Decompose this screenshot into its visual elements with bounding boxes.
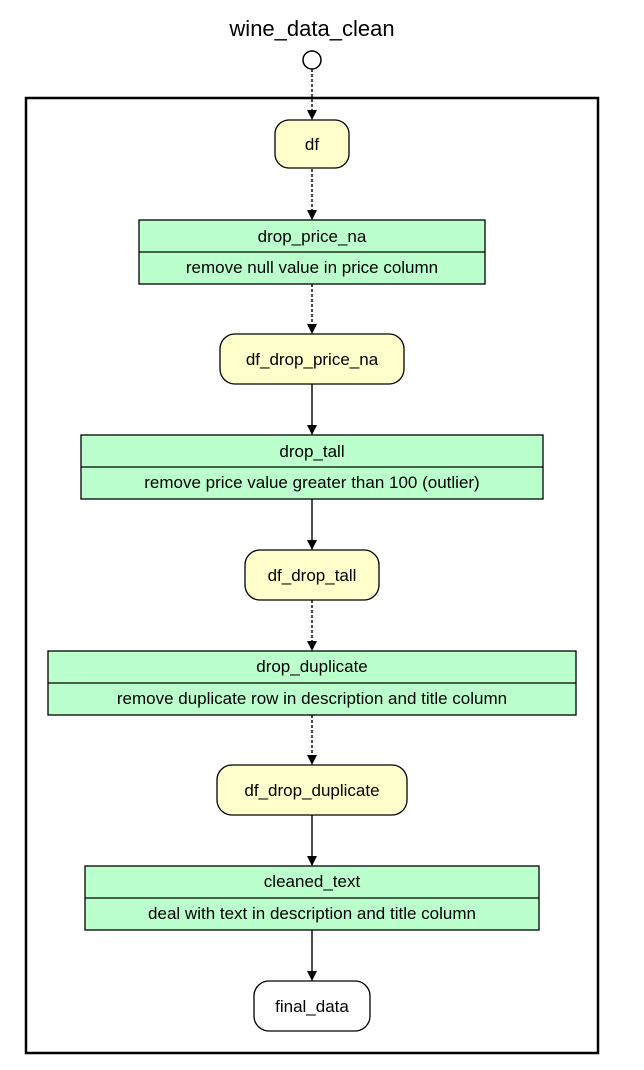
step-drop-duplicate-name: drop_duplicate [256,657,368,676]
step-cleaned-text-name: cleaned_text [264,872,361,891]
step-cleaned-text-description: deal with text in description and title … [148,904,476,923]
data-node-df-shape [274,119,350,169]
step-drop-price-na: drop_price_na remove null value in price… [138,219,486,285]
step-drop-tall-description: remove price value greater than 100 (out… [144,473,479,492]
data-node-df-drop-duplicate-label: df_drop_duplicate [244,781,379,800]
step-drop-price-na-name: drop_price_na [258,227,367,246]
step-drop-price-na-description: remove null value in price column [186,258,438,277]
step-drop-tall-name: drop_tall [279,442,344,461]
data-node-df-drop-tall-shape [244,549,380,601]
data-node-df-drop-tall: df_drop_tall [244,549,380,601]
step-cleaned-text: cleaned_text deal with text in descripti… [84,865,540,931]
data-node-df-drop-price-na-shape [219,333,405,385]
data-node-final-data-shape [253,980,371,1032]
data-node-df-drop-duplicate: df_drop_duplicate [216,764,408,816]
data-node-df-drop-price-na: df_drop_price_na [219,333,405,385]
data-node-df-drop-duplicate-shape [216,764,408,816]
step-drop-duplicate-description: remove duplicate row in description and … [117,689,507,708]
start-node [302,50,322,70]
data-node-final-data-label: final_data [275,997,349,1016]
step-drop-tall: drop_tall remove price value greater tha… [80,434,544,500]
data-node-final-data: final_data [253,980,371,1032]
data-node-df-drop-price-na-label: df_drop_price_na [246,350,379,369]
step-drop-duplicate: drop_duplicate remove duplicate row in d… [47,650,577,716]
cluster-border [24,96,600,1055]
data-node-df-drop-tall-label: df_drop_tall [268,566,357,585]
data-node-df-label: df [305,135,319,154]
data-node-df: df [274,119,350,169]
diagram-title: wine_data_clean [228,16,394,41]
